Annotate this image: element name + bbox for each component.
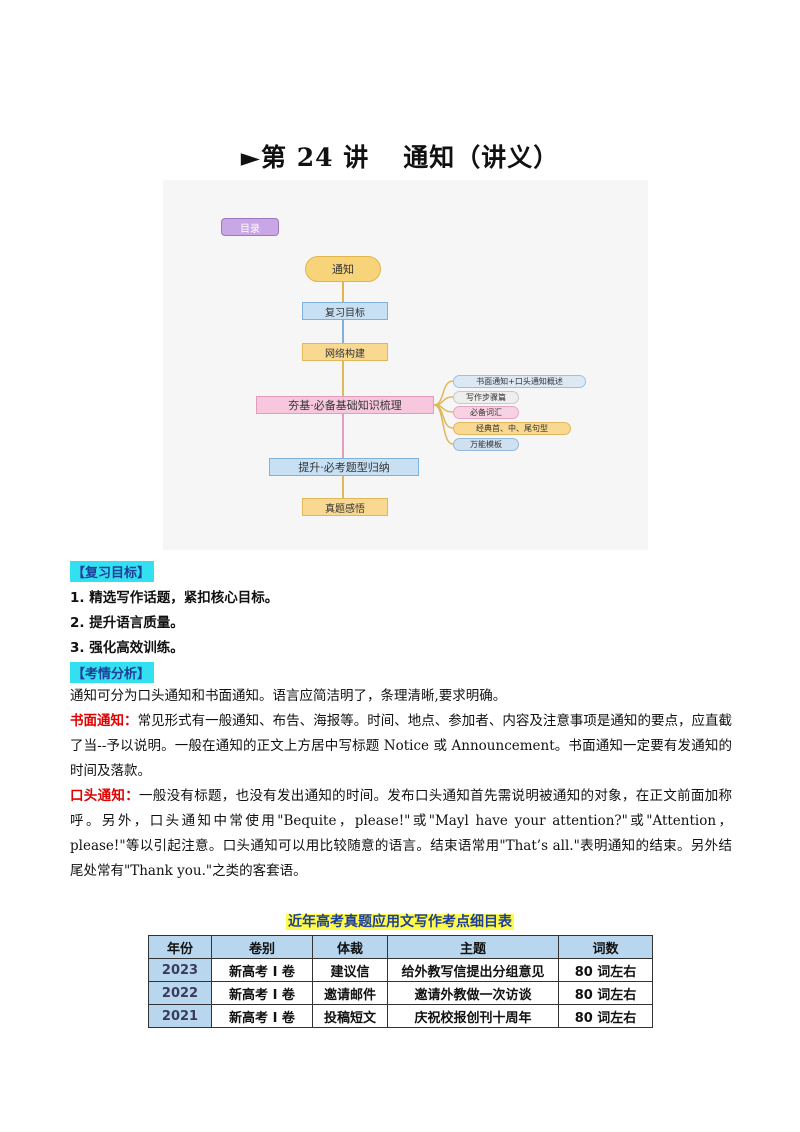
branch-connector — [433, 404, 454, 445]
written-notice-text: 常见形式有一般通知、布告、海报等。时间、地点、参加者、内容及注意事项是通知的要点… — [70, 713, 733, 779]
oral-notice-paragraph: 口头通知：一般没有标题，也没有发出通知的时间。发布口头通知首先需说明被通知的对象… — [70, 784, 732, 884]
table-cell: 新高考 I 卷 — [211, 981, 313, 1005]
written-notice-label: 书面通知： — [70, 713, 138, 729]
table-header-row: 年份 卷别 体裁 主题 词数 — [148, 935, 653, 959]
mindmap-toc: 目录 — [221, 218, 279, 236]
table-cell: 邀请邮件 — [312, 981, 388, 1005]
table-cell: 2021 — [148, 1004, 212, 1028]
mindmap-leaf: 经典首、中、尾句型 — [453, 422, 571, 435]
table-cell: 80 词左右 — [558, 1004, 653, 1028]
review-goals-label: 【复习目标】 — [70, 561, 155, 582]
table-cell: 新高考 I 卷 — [211, 958, 313, 982]
mindmap-root: 通知 — [305, 256, 381, 282]
mindmap-leaf: 万能模板 — [453, 438, 519, 451]
table-row: 2023 新高考 I 卷 建议信 给外教写信提出分组意见 80 词左右 — [148, 958, 653, 982]
table-cell: 2022 — [148, 981, 212, 1005]
lecture-number: ►第 24 讲 — [240, 143, 370, 172]
table-header: 卷别 — [211, 935, 313, 959]
table-title: 近年高考真题应用文写作考点细目表 — [0, 911, 800, 931]
table-cell: 给外教写信提出分组意见 — [387, 958, 559, 982]
exam-analysis-label: 【考情分析】 — [70, 662, 155, 683]
lecture-title: 通知（讲义） — [403, 143, 560, 172]
table-row: 2021 新高考 I 卷 投稿短文 庆祝校报创刊十周年 80 词左右 — [148, 1004, 653, 1028]
mindmap-leaf: 必备词汇 — [453, 406, 519, 419]
mindmap-node: 夯基·必备基础知识梳理 — [256, 396, 434, 414]
review-goal-item: 3. 强化高效训练。 — [70, 640, 184, 656]
table-cell: 投稿短文 — [312, 1004, 388, 1028]
table-cell: 建议信 — [312, 958, 388, 982]
analysis-intro: 通知可分为口头通知和书面通知。语言应简洁明了，条理清晰,要求明确。 — [70, 688, 507, 704]
mindmap-connectors — [342, 282, 454, 498]
table-cell: 庆祝校报创刊十周年 — [387, 1004, 559, 1028]
review-goal-item: 2. 提升语言质量。 — [70, 615, 184, 631]
table-title-text: 近年高考真题应用文写作考点细目表 — [286, 914, 514, 930]
mindmap-node: 真题感悟 — [302, 498, 388, 516]
page-title: ►第 24 讲 通知（讲义） — [0, 138, 800, 174]
table-cell: 邀请外教做一次访谈 — [387, 981, 559, 1005]
exam-table: 年份 卷别 体裁 主题 词数 2023 新高考 I 卷 建议信 给外教写信提出分… — [148, 935, 653, 1028]
table-cell: 2023 — [148, 958, 212, 982]
mindmap-node: 复习目标 — [302, 302, 388, 320]
table-header: 主题 — [387, 935, 559, 959]
oral-notice-label: 口头通知： — [70, 788, 139, 804]
review-goal-item: 1. 精选写作话题，紧扣核心目标。 — [70, 590, 279, 606]
mindmap-node: 提升·必考题型归纳 — [269, 458, 419, 476]
table-header: 词数 — [558, 935, 653, 959]
mindmap-node: 网络构建 — [302, 343, 388, 361]
table-cell: 80 词左右 — [558, 981, 653, 1005]
mindmap: 目录 通知 复习目标 网络构建 夯基·必备基础知识梳理 提升·必考题型归纳 真题… — [163, 180, 648, 550]
mindmap-leaf: 写作步骤篇 — [453, 391, 519, 404]
mindmap-leaf: 书面通知+口头通知概述 — [453, 375, 586, 388]
oral-notice-text: 一般没有标题，也没有发出通知的时间。发布口头通知首先需说明被通知的对象，在正文前… — [70, 788, 733, 879]
table-header: 体裁 — [312, 935, 388, 959]
table-cell: 80 词左右 — [558, 958, 653, 982]
table-header: 年份 — [148, 935, 212, 959]
table-row: 2022 新高考 I 卷 邀请邮件 邀请外教做一次访谈 80 词左右 — [148, 981, 653, 1005]
table-cell: 新高考 I 卷 — [211, 1004, 313, 1028]
written-notice-paragraph: 书面通知：常见形式有一般通知、布告、海报等。时间、地点、参加者、内容及注意事项是… — [70, 709, 732, 784]
